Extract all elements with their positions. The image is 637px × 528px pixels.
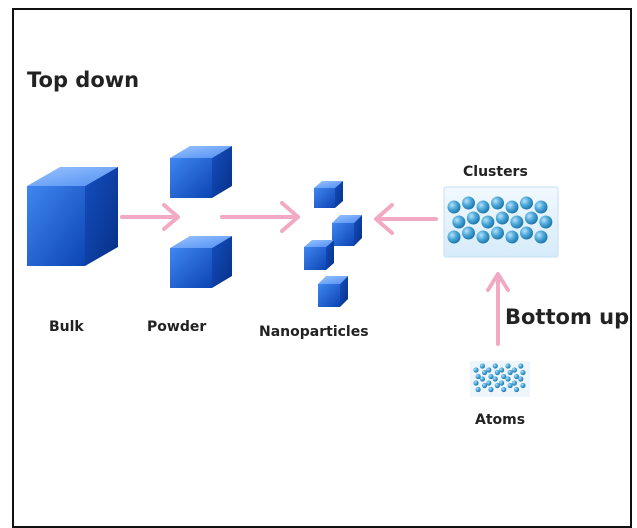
atom-particle <box>513 386 520 393</box>
atom-particle <box>505 363 511 369</box>
diagram-title: Top down <box>27 68 140 92</box>
diagram-canvas <box>27 146 559 397</box>
arrow-up-icon <box>486 272 510 346</box>
cluster-particle <box>534 230 548 244</box>
cluster-particle <box>524 211 538 225</box>
atom-particle <box>479 376 485 382</box>
cluster-particle <box>447 200 461 214</box>
cluster-particle <box>495 211 509 225</box>
atom-particle <box>475 373 481 380</box>
atom-particle <box>511 380 517 386</box>
atom-particle <box>507 382 513 389</box>
atom-particle <box>488 386 494 393</box>
atom-particle <box>499 380 505 386</box>
powder-label: Powder <box>147 319 207 335</box>
cluster-particle <box>505 230 519 244</box>
atom-particle <box>473 367 479 373</box>
bulk-label: Bulk <box>49 319 84 335</box>
cluster-particle <box>539 215 553 229</box>
atom-particle <box>492 376 498 382</box>
atom-particle <box>518 376 524 382</box>
atom-particle <box>473 380 479 386</box>
cluster-particle <box>520 226 533 240</box>
atom-particle <box>494 382 500 389</box>
atom-particle <box>486 380 492 386</box>
cluster-particle <box>520 196 533 210</box>
cluster-particle <box>505 200 519 214</box>
atom-particle <box>475 386 481 393</box>
atom-particle <box>520 382 526 389</box>
arrow-left-icon <box>374 203 438 235</box>
atom-particle <box>505 376 511 382</box>
atom-particle <box>501 386 507 393</box>
arrow-right-icon <box>120 203 180 231</box>
cluster-particle <box>476 200 490 214</box>
atoms-icon <box>470 361 530 397</box>
atom-particle <box>513 373 520 380</box>
atom-particle <box>507 369 513 376</box>
atom-particle <box>492 363 498 369</box>
atom-particle <box>511 367 517 373</box>
cluster-particle <box>491 196 504 210</box>
nanoparticle-cube-icon <box>314 181 343 208</box>
clusters-icon <box>443 186 559 258</box>
cluster-particle <box>510 215 524 229</box>
bottom-up-label: Bottom up <box>505 305 630 329</box>
powder-cube-icon <box>170 146 232 198</box>
atom-particle <box>481 382 488 389</box>
atom-particle <box>501 373 507 380</box>
atom-particle <box>486 367 492 373</box>
cluster-particle <box>476 230 490 244</box>
atom-particle <box>481 369 488 376</box>
atom-particle <box>499 367 505 373</box>
cluster-particle <box>491 226 504 240</box>
atoms-label: Atoms <box>475 412 526 428</box>
arrow-right-icon <box>220 201 300 233</box>
cluster-particle <box>534 200 548 214</box>
atom-particle <box>520 369 526 376</box>
cluster-particle <box>447 230 461 244</box>
cluster-particle <box>481 215 495 229</box>
atom-particle <box>518 363 524 369</box>
atom-particle <box>488 373 494 380</box>
cluster-particle <box>466 211 480 225</box>
atom-particle <box>479 363 485 369</box>
nanoparticle-cube-icon <box>304 240 334 270</box>
nanoparticles-label: Nanoparticles <box>259 324 369 340</box>
nanoparticle-cube-icon <box>318 276 348 307</box>
cluster-particle <box>452 215 466 229</box>
nanoparticle-cube-icon <box>332 215 362 246</box>
powder-cube-icon <box>170 236 232 288</box>
cluster-particle <box>462 196 475 210</box>
bulk-cube-icon <box>27 167 118 266</box>
cluster-particle <box>462 226 475 240</box>
atom-particle <box>494 369 500 376</box>
clusters-label: Clusters <box>463 164 528 180</box>
